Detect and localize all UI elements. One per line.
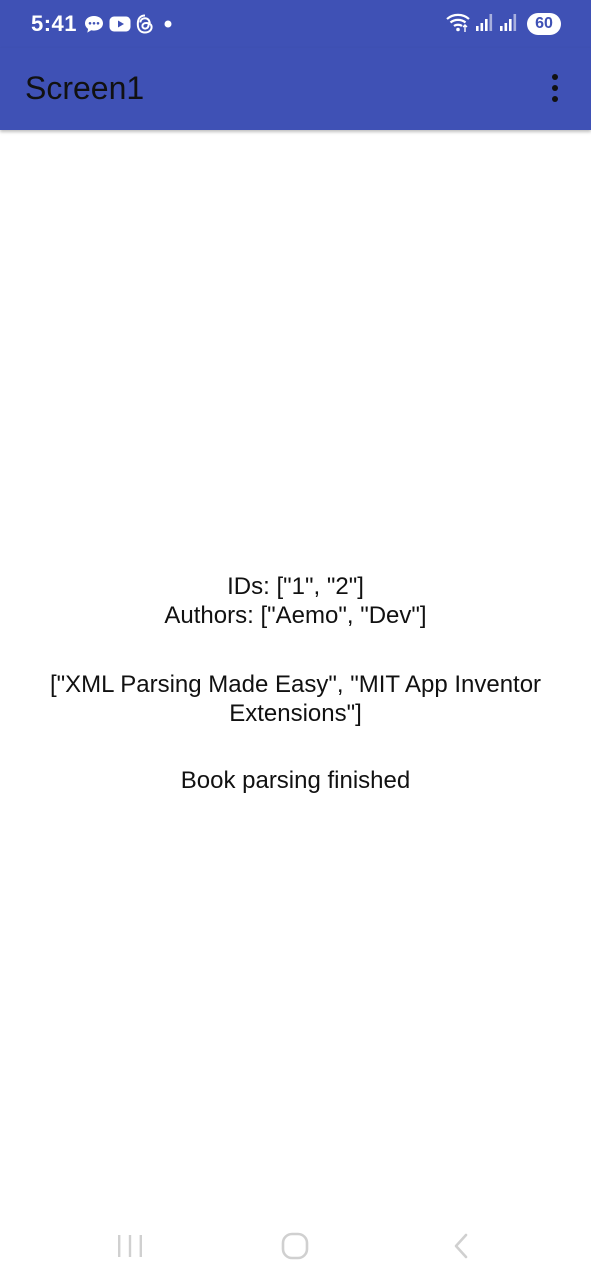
- wifi-icon: [445, 11, 471, 38]
- menu-dot: [552, 74, 558, 80]
- titles-label: ["XML Parsing Made Easy", "MIT App Inven…: [49, 671, 542, 727]
- status-time: 5:41: [31, 11, 78, 36]
- signal-icon: [499, 12, 519, 37]
- notification-icons: [84, 13, 173, 35]
- main-content: IDs: ["1", "2"] Authors: ["Aemo", "Dev"]…: [0, 130, 591, 1215]
- ids-authors-label: IDs: ["1", "2"] Authors: ["Aemo", "Dev"]: [30, 572, 561, 630]
- page-title: Screen1: [25, 70, 145, 106]
- back-icon[interactable]: [440, 1226, 484, 1266]
- ids-text: IDs: ["1", "2"]: [227, 573, 364, 600]
- home-icon[interactable]: [273, 1226, 317, 1266]
- app-bar: Screen1: [0, 48, 591, 130]
- status-bar: 5:41: [0, 0, 591, 48]
- system-icons: 60: [445, 12, 561, 36]
- signal-icon: [475, 12, 495, 37]
- authors-text: Authors: ["Aemo", "Dev"]: [164, 602, 427, 629]
- menu-dot: [552, 96, 558, 102]
- status-label: Book parsing finished: [180, 767, 411, 794]
- navigation-bar: [0, 1214, 591, 1280]
- battery-indicator: 60: [527, 13, 561, 35]
- menu-dot: [552, 85, 558, 91]
- more-vert-icon[interactable]: [537, 68, 573, 108]
- chat-bubble-icon: [84, 15, 104, 34]
- threads-icon: [136, 14, 154, 34]
- dot-icon: [159, 17, 173, 31]
- recents-icon[interactable]: [108, 1226, 152, 1266]
- youtube-icon: [109, 16, 131, 32]
